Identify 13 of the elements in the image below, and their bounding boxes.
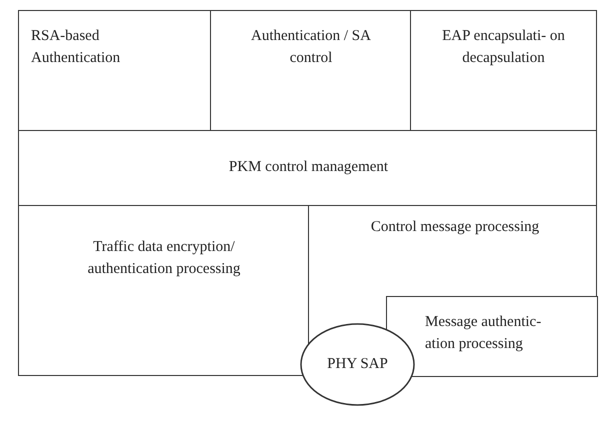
box-label: Traffic data encryption/ authentication processing: [86, 238, 242, 279]
inner-box: [386, 296, 598, 377]
layer-box: [410, 10, 597, 131]
layer-box: [18, 130, 597, 206]
box-label: Control message processing: [370, 218, 540, 237]
box-label: PHY SAP: [326, 355, 389, 374]
box-label: PKM control management: [228, 158, 390, 177]
box-label: EAP encapsulati- on decapsulation: [441, 27, 566, 68]
box-label: RSA-based Authentication: [31, 27, 122, 68]
box-label: Authentication / SA control: [250, 27, 372, 68]
ellipse-node: [300, 323, 415, 406]
layer-box: [18, 10, 211, 131]
box-label: Message authentic- ation processing: [425, 313, 542, 354]
